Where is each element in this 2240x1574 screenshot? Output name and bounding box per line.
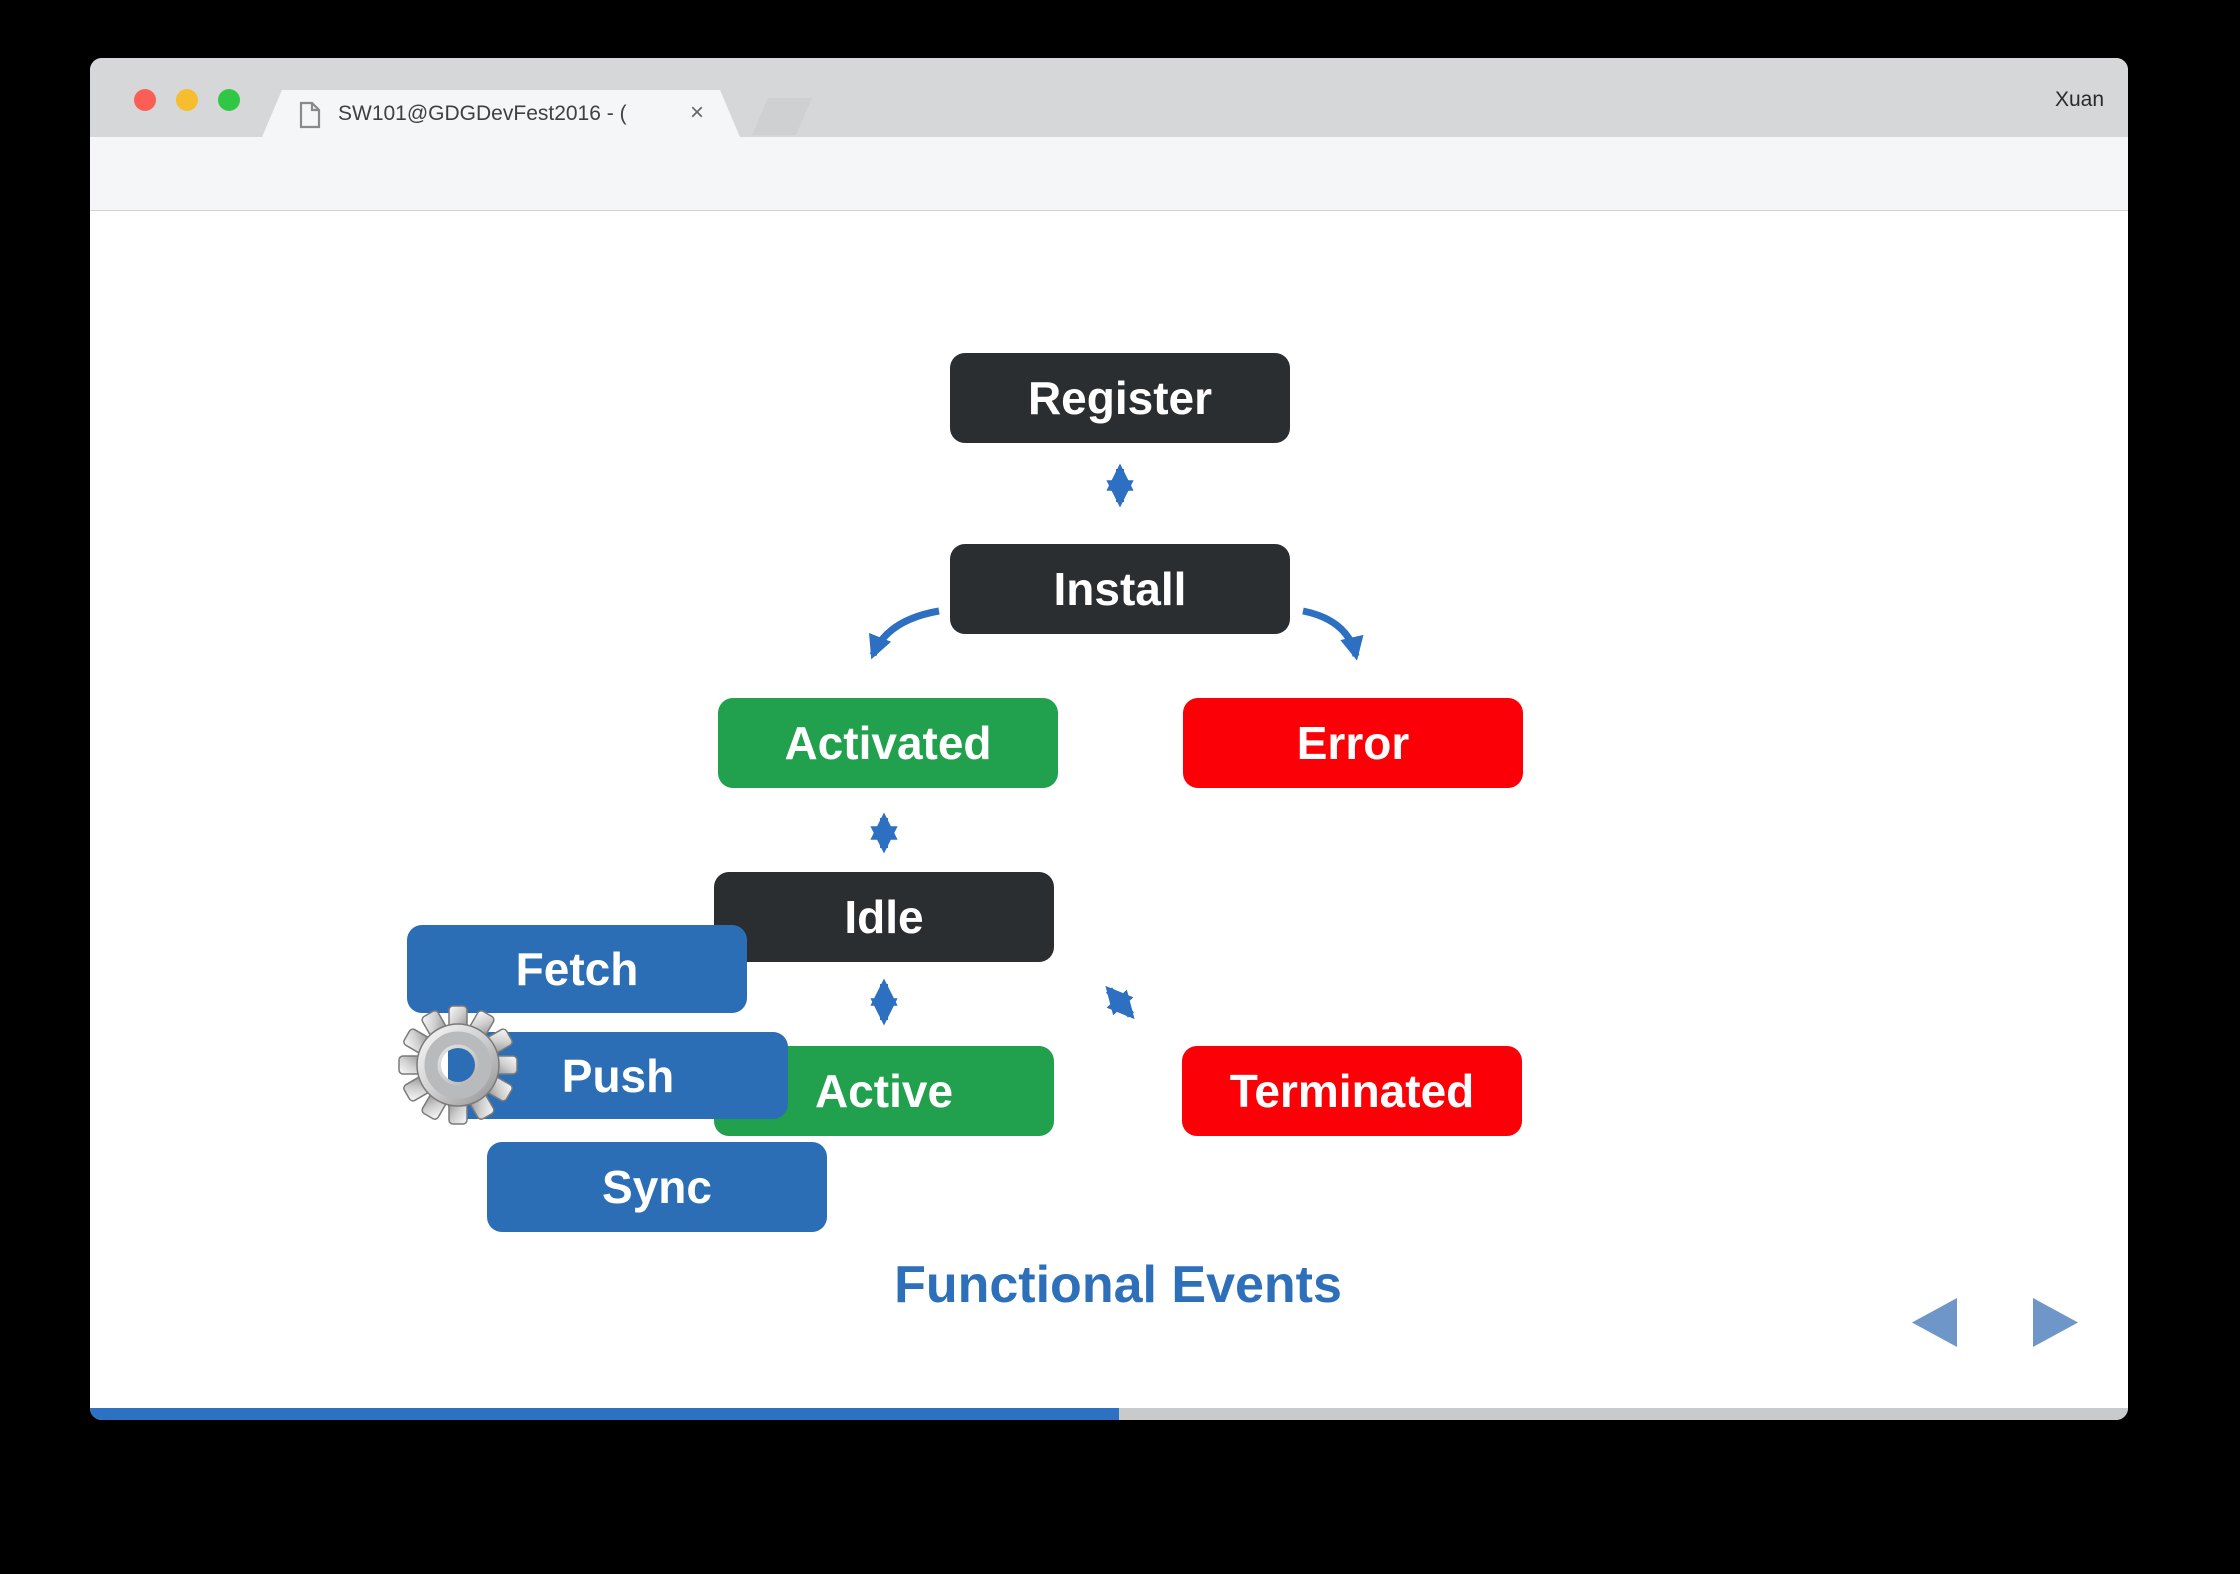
event-box-fetch: Fetch [407,925,747,1013]
traffic-light-close-icon[interactable] [134,89,156,111]
state-error-label: Error [1296,717,1410,769]
event-box-sync: Sync [487,1142,827,1232]
state-idle-label: Idle [844,891,924,943]
tab-title: SW101@GDGDevFest2016 - ( [338,101,627,125]
arrow-idle-terminated [1105,985,1135,1020]
event-push-label: Push [561,1049,675,1102]
state-terminated-label: Terminated [1229,1065,1475,1117]
state-register-label: Register [1027,372,1213,424]
state-box-error: Error [1183,698,1523,788]
slide-progress-fill [90,1408,1120,1420]
browser-window: SW101@GDGDevFest2016 - ( × Xuan [90,58,2128,1420]
state-box-terminated: Terminated [1182,1046,1522,1136]
traffic-light-minimize-icon[interactable] [176,89,198,111]
new-tab-button[interactable] [752,98,812,135]
state-box-register: Register [950,353,1290,443]
nav-prev-icon[interactable] [1912,1298,1957,1347]
state-box-activated: Activated [718,698,1058,788]
state-install-label: Install [1053,563,1187,615]
event-fetch-label: Fetch [515,943,639,995]
arrow-install-activated [869,607,940,660]
state-active-label: Active [814,1065,954,1117]
browser-toolbar: https://huangxuan.me/sw-101-gdgdf/#/39 ☆… [90,137,2128,276]
arrow-install-error [1302,607,1364,661]
slide-progress-bar [90,1408,2128,1420]
nav-next-icon[interactable] [2033,1298,2078,1347]
slide-caption: Functional Events [894,1256,1342,1314]
traffic-light-zoom-icon[interactable] [218,89,240,111]
slide-content: Register Install Activated Error Idle Fe… [90,211,2128,1408]
browser-tab[interactable]: SW101@GDGDevFest2016 - ( × [262,90,740,137]
state-box-idle: Idle [714,872,1054,962]
tab-close-icon[interactable]: × [690,99,705,126]
state-box-install: Install [950,544,1290,634]
state-activated-label: Activated [784,717,992,769]
tab-strip: SW101@GDGDevFest2016 - ( × Xuan [90,58,2128,137]
page-favicon-icon [298,101,322,129]
gear-icon [398,1005,518,1125]
event-sync-label: Sync [602,1161,712,1213]
profile-name: Xuan [2054,88,2104,111]
